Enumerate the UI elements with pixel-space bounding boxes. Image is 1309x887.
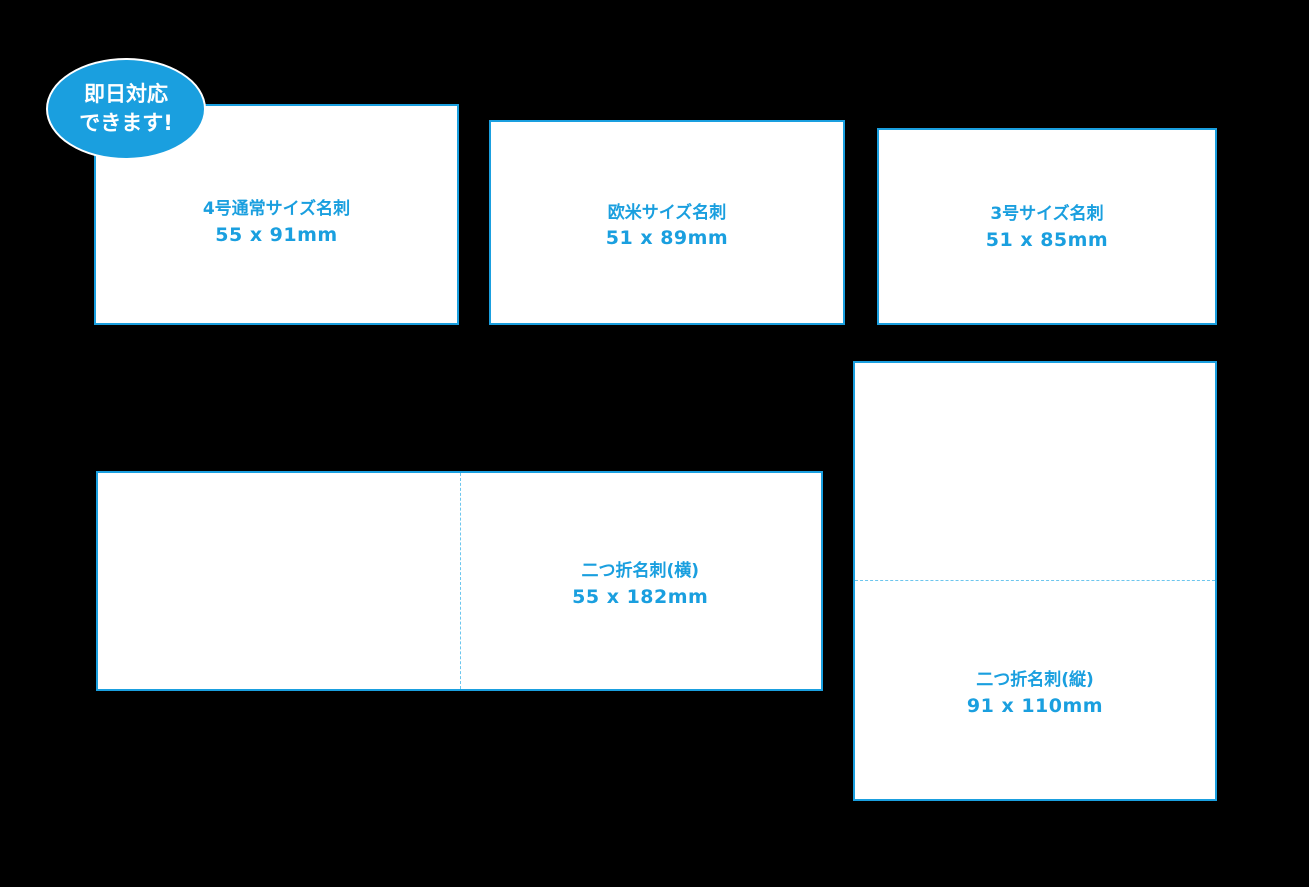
card-name: 二つ折名刺(縦) xyxy=(976,670,1094,691)
card-name: 二つ折名刺(横) xyxy=(581,561,700,582)
card-size: 55 x 182mm xyxy=(572,585,709,608)
badge-line2: できます! xyxy=(79,111,173,135)
card-name: 欧米サイズ名刺 xyxy=(607,202,727,223)
card-name: 4号通常サイズ名刺 xyxy=(202,199,351,220)
card-name: 3号サイズ名刺 xyxy=(990,204,1104,225)
card-size: 51 x 85mm xyxy=(985,228,1109,251)
card-size: 51 x 89mm xyxy=(605,227,729,250)
card-3go: 3号サイズ名刺 51 x 85mm xyxy=(877,128,1217,325)
card-western: 欧米サイズ名刺 51 x 89mm xyxy=(489,120,845,325)
badge-same-day: 即日対応 できます! xyxy=(46,58,206,160)
fold-line xyxy=(460,473,461,689)
card-fold-vertical: 二つ折名刺(縦) 91 x 110mm xyxy=(853,361,1217,801)
badge-line1: 即日対応 xyxy=(84,81,168,106)
card-size: 55 x 91mm xyxy=(215,223,338,246)
fold-line xyxy=(855,580,1215,581)
card-fold-horizontal: 二つ折名刺(横) 55 x 182mm xyxy=(96,471,823,691)
card-size: 91 x 110mm xyxy=(966,694,1104,717)
